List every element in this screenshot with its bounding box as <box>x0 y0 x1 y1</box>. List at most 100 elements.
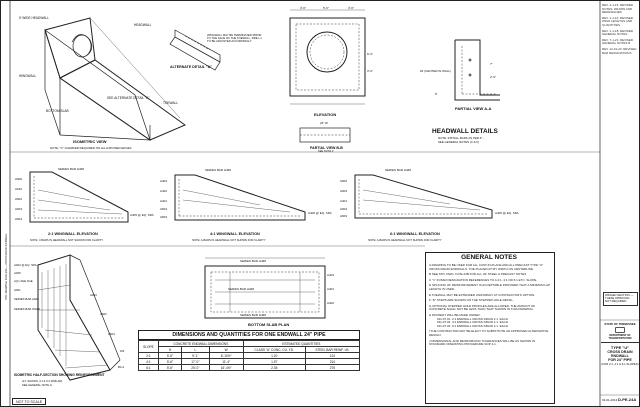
note-c: C "1" IN BAR DESIGNATION REFERENCES TO A… <box>429 277 538 282</box>
headwall-details-line2: SEE GENERAL NOTES (C & F) <box>438 140 479 144</box>
ww3-bar-4: A604 <box>340 207 347 211</box>
ih-callout-7: A403 <box>90 293 97 297</box>
note-h: H PAYMENT WILL BE MADE UNDER: <box>429 312 481 317</box>
bottom-slab-label: BOTTOM SLAB PLAN <box>248 322 289 327</box>
pay-item-desc: 2:1 ENDWALL CROSS DRAIN 1:1 <box>451 316 498 321</box>
note-f: F "D" STEPS ARE SHOWN ON THE STEPPED HOL… <box>429 298 514 303</box>
wingwall-2-1-drawing <box>29 171 129 223</box>
note-i: I THE CONTRACTOR MAY BE ELECT TO SUBSTIT… <box>429 329 549 337</box>
bs-callout-5: A401 <box>327 287 334 291</box>
ih-callout-9: A604 <box>108 332 115 336</box>
note-j: J DIMENSIONAL AND REINFORCING TOLERANCES… <box>429 338 536 347</box>
pay-item-unit: EACH <box>499 323 508 328</box>
pva-callout-2: 7" <box>490 62 493 66</box>
iso-half-sub2: SEE GENERAL NOTE G <box>22 383 52 387</box>
iso-half-sub1: (2:1 SHOWN, 4:1 & 6:1 SIMILAR) <box>22 379 62 383</box>
title-line-4: (FOR 2:1, 4:1 & 6:1 SLOPES) <box>601 362 639 366</box>
ww2-bar-2: A402 <box>160 189 167 193</box>
drawing-number: D-PE-24A <box>618 397 637 402</box>
table-row: 6:1 5'-6" 25'-0" 16'-4½" 2.35 275 <box>138 364 361 371</box>
ih-callout-11: B4-4 <box>118 365 124 369</box>
isometric-label: ISOMETRIC VIEW <box>73 139 107 144</box>
partial-view-a-label: PARTIAL VIEW A-A <box>455 106 491 111</box>
pva-callout-3: 2'-6" <box>490 75 496 79</box>
pay-item-desc: 6:1 ENDWALL CROSS DRAIN 1:1 <box>451 323 498 328</box>
iso-callout-headwall2: HEADWALL <box>134 23 152 27</box>
note-d: D SPLICING OF REINFORCEMENT IS ACCEPTABL… <box>429 283 551 291</box>
ih-callout-5: SERIES BAR A4## <box>14 297 39 301</box>
iso-callout-alt: SEE ALTERNATE DETAIL "A" <box>107 96 149 100</box>
ww2-bar-1: A403 <box>160 179 167 183</box>
ww3-note: NOTE: A-BARS IN HEADWALL NOT SHOWN FOR C… <box>368 238 442 242</box>
ww2-note: NOTE: A-BARS IN HEADWALL NOT SHOWN FOR C… <box>192 238 266 242</box>
elev-dim-6: 24" Ø <box>320 121 328 125</box>
iso-half-section-drawing <box>37 254 121 381</box>
side-strip-text: STD. DRAWING D-PE-24A — CROSS DRAIN ENDW… <box>4 233 8 300</box>
pva-callout-4: 6" <box>435 92 438 96</box>
revision-1: REV. 4-1-15: REVISED NOTES, DRAWN AND RE… <box>602 3 634 15</box>
bs-callout-6: A402 <box>327 301 334 305</box>
ww1-spa: A405 @ EQ. SPA. <box>130 213 155 217</box>
ww1-bar-5: A604 <box>15 217 22 221</box>
ww3-series: SERIES BAR H4## <box>385 168 411 172</box>
note-a: A DRAWING TO BE USED FOR ALL CAST-IN-PLA… <box>429 263 544 271</box>
state-seal <box>615 327 625 333</box>
not-to-scale-badge: NOT TO SCALE <box>12 398 47 405</box>
ww1-note: NOTE: 4 BARS IN HEADWALL NOT SHOWN FOR C… <box>30 238 103 242</box>
alt-detail-note-box: WINGWALL MAY BE TERMINATED PRIOR TO THE … <box>207 34 262 44</box>
ih-callout-3: A(1) 3GE 4GE <box>14 279 33 283</box>
drawing-date: 03-01-2013 <box>602 398 618 402</box>
cell: 25'-0" <box>181 364 210 371</box>
alt-detail-note: WINGWALL MAY BE TERMINATED PRIOR TO THE … <box>207 34 262 44</box>
ww1-series: SERIES BAR H4## <box>58 167 84 171</box>
general-notes-box <box>425 252 555 404</box>
dept-name: DEPARTMENT OF TRANSPORTATION <box>608 334 632 340</box>
iso-callout-wingwall: WINGWALL <box>19 74 36 78</box>
ww2-spa: A406 @ EQ. SPA. <box>308 211 333 215</box>
ww3-bar-1: A602 <box>340 179 347 183</box>
quantities-table: SLOPE CONCRETE ENDWALL DIMENSIONS ESTIMA… <box>138 340 361 371</box>
iso-callout-slab: BOTTOM SLAB <box>46 109 69 113</box>
iso-callout-toewall: TOEWALL <box>163 101 178 105</box>
ww1-bar-1: A600 <box>15 177 22 181</box>
bs-callout-2: SERIES BAR H4## <box>228 287 254 291</box>
pay-item-row: 611-07.02 4:1 ENDWALL CROSS DRAIN 1:1 EA… <box>429 320 551 325</box>
pay-item-desc: 4:1 ENDWALL CROSS DRAIN 1:1 <box>451 320 498 325</box>
cell: 2.35 <box>242 364 306 371</box>
ih-callout-4: A401 <box>14 288 21 292</box>
title-line-1: TYPE "U" <box>610 345 630 350</box>
note-e: E TOEWALL MAY BE EXTENDED UNIFORMLY AT C… <box>429 292 536 297</box>
title-text-group: TYPE "U" CROSS DRAIN ENDWALL FOR 24" PIP… <box>601 342 639 366</box>
ww3-bar-5: A603 <box>340 214 347 218</box>
headwall-details-title: HEADWALL DETAILS <box>432 128 499 135</box>
title-line-3: FOR 24" PIPE <box>608 358 632 362</box>
revision-5: REV. 12-31-23: REVISED BAR DESIGNATIONS <box>602 46 637 55</box>
iso-callout-headwall: 5' WIDE HEADWALL <box>19 16 49 20</box>
revision-3: REV. 1-1-18: REVISED GENERAL NOTES <box>602 28 634 37</box>
bs-callout-1: SERIES BAR H4## <box>240 259 266 263</box>
ww3-label: 6:1 WINGWALL ELEVATION <box>390 232 440 236</box>
cell: 275 <box>304 364 361 371</box>
pva-callout-1: #4 (CENTER IN WALL) <box>420 69 451 73</box>
elevation-view <box>289 9 366 143</box>
general-notes-title: GENERAL NOTES <box>461 254 517 261</box>
pay-item-row: 611-07.01 2:1 ENDWALL CROSS DRAIN 1:1 EA… <box>429 316 551 322</box>
partial-view-a <box>454 39 500 101</box>
cell: 6:1 <box>138 364 159 371</box>
iso-half-label: ISOMETRIC HALF-SECTION SHOWING REINFORCE… <box>14 373 104 377</box>
quantities-table-block: DIMENSIONS AND QUANTITIES FOR ONE ENDWAL… <box>138 330 361 371</box>
partial-view-b-label: PARTIAL VIEW B-B <box>310 146 343 150</box>
ww2-label: 4:1 WINGWALL ELEVATION <box>210 232 260 236</box>
ww3-spa: A406 @ EQ. SPA. <box>495 211 520 215</box>
ww3-bar-3: A401 <box>340 199 347 203</box>
state-name: STATE OF TENNESSEE <box>604 322 636 326</box>
bs-callout-3: SERIES BAR H4## <box>240 313 266 317</box>
elev-dim-2: 5'-6" <box>323 6 329 10</box>
ih-callout-10: W4 <box>120 349 125 353</box>
ih-callout-1: A402 @ EQ. SPA. <box>14 263 38 267</box>
ih-callout-6: SERIES BAR W4## <box>14 307 40 311</box>
ww2-series: SERIES BAR H4## <box>205 168 231 172</box>
ih-callout-8: A602 <box>100 312 107 316</box>
title-block: STATE OF TENNESSEE DEPARTMENT OF TRANSPO… <box>601 322 639 366</box>
cell: 5'-6" <box>157 364 183 371</box>
